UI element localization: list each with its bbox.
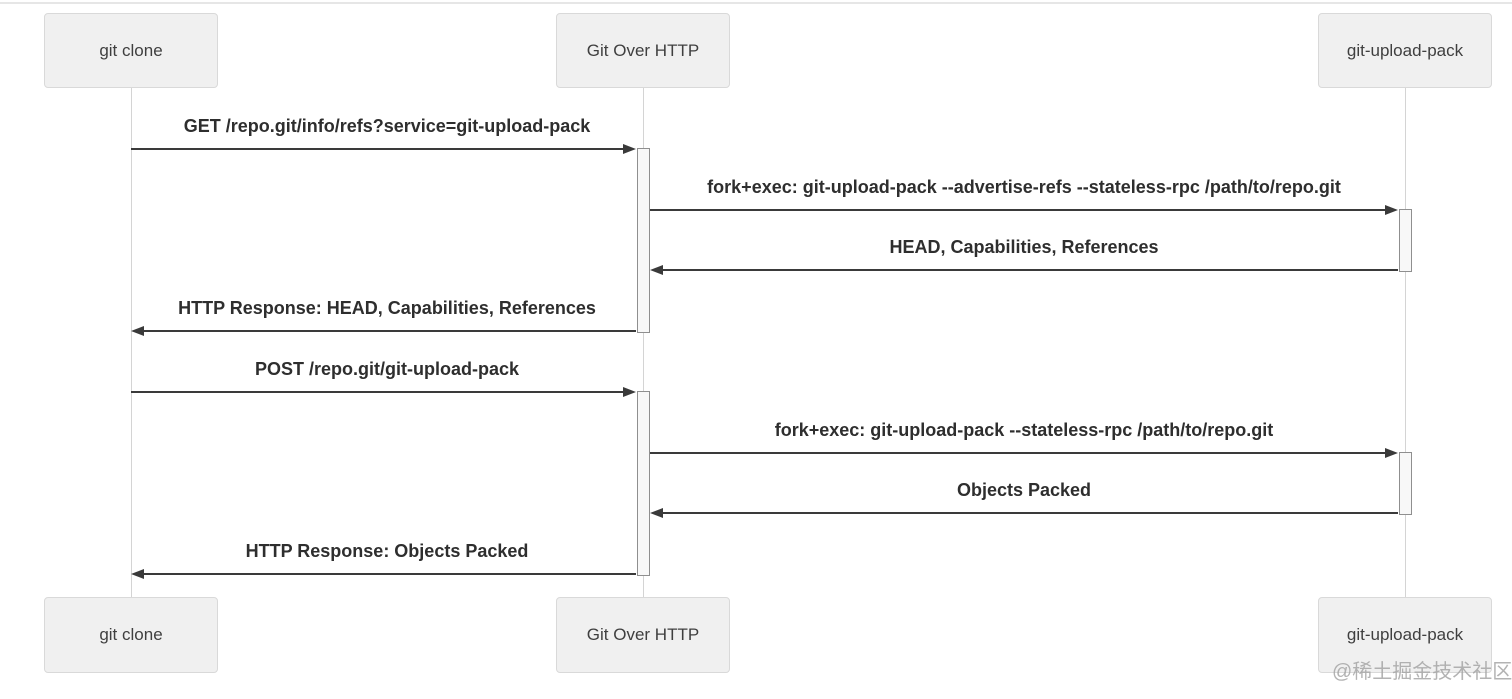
actor-bottom-git-clone: git clone	[44, 597, 218, 673]
message-line-1	[650, 209, 1387, 211]
lifeline-git-upload-pack	[1404, 88, 1406, 597]
actor-bottom-git-upload-pack: git-upload-pack	[1318, 597, 1492, 673]
message-line-5	[650, 452, 1387, 454]
message-line-6	[661, 512, 1398, 514]
message-label-0: GET /repo.git/info/refs?service=git-uplo…	[183, 116, 591, 136]
message-label-6: Objects Packed	[956, 480, 1092, 500]
message-arrowhead-1	[1385, 205, 1398, 215]
message-label-5: fork+exec: git-upload-pack --stateless-r…	[774, 420, 1274, 440]
message-arrowhead-2	[650, 265, 663, 275]
message-arrowhead-0	[623, 144, 636, 154]
watermark: @稀土掘金技术社区	[1332, 661, 1512, 683]
activation-bar-git-upload-pack-3	[1399, 452, 1412, 515]
message-label-1: fork+exec: git-upload-pack --advertise-r…	[707, 177, 1341, 197]
message-arrowhead-6	[650, 508, 663, 518]
actor-top-git-upload-pack: git-upload-pack	[1318, 13, 1492, 88]
message-line-0	[131, 148, 625, 150]
activation-bar-git-over-http-0	[637, 148, 650, 333]
activation-bar-git-over-http-2	[637, 391, 650, 576]
actor-top-git-over-http: Git Over HTTP	[556, 13, 730, 88]
actor-bottom-git-over-http: Git Over HTTP	[556, 597, 730, 673]
message-label-2: HEAD, Capabilities, References	[889, 237, 1159, 257]
lifeline-git-clone	[130, 88, 132, 597]
lifeline-git-over-http	[642, 88, 644, 597]
message-line-2	[661, 269, 1398, 271]
message-line-4	[131, 391, 625, 393]
message-arrowhead-3	[131, 326, 144, 336]
activation-bar-git-upload-pack-1	[1399, 209, 1412, 272]
message-arrowhead-7	[131, 569, 144, 579]
message-label-7: HTTP Response: Objects Packed	[245, 541, 529, 561]
message-label-3: HTTP Response: HEAD, Capabilities, Refer…	[178, 298, 596, 318]
message-line-7	[142, 573, 636, 575]
actor-top-git-clone: git clone	[44, 13, 218, 88]
top-divider	[0, 2, 1512, 4]
message-label-4: POST /repo.git/git-upload-pack	[254, 359, 520, 379]
message-arrowhead-5	[1385, 448, 1398, 458]
message-arrowhead-4	[623, 387, 636, 397]
message-line-3	[142, 330, 636, 332]
